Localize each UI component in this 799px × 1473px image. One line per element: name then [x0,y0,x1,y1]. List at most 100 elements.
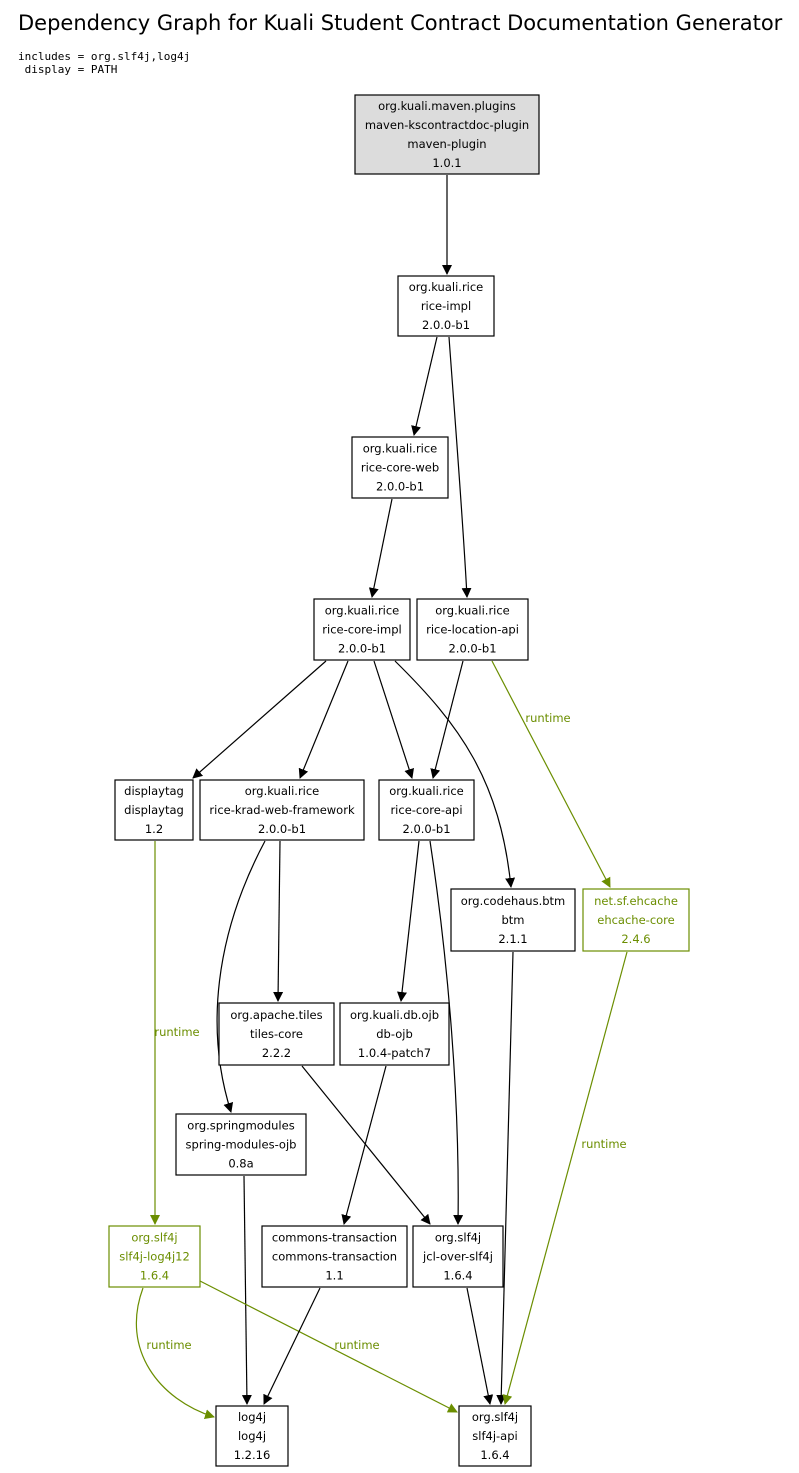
node-rice-location-api: org.kuali.rice rice-location-api 2.0.0-b1 [416,598,529,661]
node-rice-core-web: org.kuali.rice rice-core-web 2.0.0-b1 [351,436,449,499]
node-group: displaytag [124,784,184,798]
node-rice-impl: org.kuali.rice rice-impl 2.0.0-b1 [397,275,495,337]
node-box [458,1405,532,1467]
node-box [114,779,194,841]
node-artifact: maven-kscontractdoc-plugin [365,118,529,132]
node-box [215,1405,289,1467]
node-rice-core-api: org.kuali.rice rice-core-api 2.0.0-b1 [378,779,475,841]
nodes-layer: org.kuali.maven.plugins maven-kscontractd… [108,94,690,1467]
edge-btm-to-slf4j-api [496,951,514,1405]
node-box [313,598,411,661]
node-version: 2.2.2 [262,1046,291,1060]
node-version: 2.0.0-b1 [448,642,496,656]
edge-label-slf4j-log4j12-to-log4j: runtime [146,1338,191,1352]
node-log4j: log4j log4j 1.2.16 [215,1405,289,1467]
edge-rice-core-impl-to-btm [394,660,516,888]
node-artifact: slf4j-api [472,1429,517,1443]
node-group: org.apache.tiles [230,1008,322,1022]
node-artifact: spring-modules-ojb [186,1138,297,1152]
node-group: log4j [238,1410,266,1424]
edge-rice-impl-to-rice-core-web [411,336,438,436]
node-artifact: btm [501,913,524,927]
node-artifact: rice-core-api [390,803,462,817]
node-group: org.slf4j [472,1410,518,1424]
edge-rice-impl-to-rice-location-api [448,336,472,598]
node-group: org.codehaus.btm [461,894,566,908]
edge-rice-core-web-to-rice-core-impl [368,498,393,598]
node-version: 1.2.16 [234,1448,271,1462]
node-artifact: commons-transaction [272,1250,397,1264]
node-group: org.kuali.rice [435,604,510,618]
edge-label-rice-location-api-to-ehcache: runtime [525,711,570,725]
node-box [339,1002,450,1066]
node-box [175,1113,307,1176]
edge-rice-core-api-to-jcl-over-slf4j [429,840,464,1225]
node-artifact: db-ojb [376,1027,413,1041]
node-version: 1.2 [145,822,163,836]
edge-rice-core-impl-to-rice-krad [298,660,349,779]
node-artifact: slf4j-log4j12 [119,1250,190,1264]
node-box [416,598,529,661]
edge-rice-core-impl-to-rice-core-api [373,660,414,779]
node-group: org.slf4j [131,1231,177,1245]
edge-rice-core-api-to-db-ojb [397,840,420,1002]
node-rice-krad: org.kuali.ricerice-krad-web-framework2.0… [199,779,365,841]
node-version: 2.0.0-b1 [258,822,306,836]
node-artifact: tiles-core [250,1027,303,1041]
node-version: 2.0.0-b1 [376,480,424,494]
node-artifact: log4j [238,1429,266,1443]
node-artifact: jcl-over-slf4j [422,1250,493,1264]
node-box [378,779,475,841]
edge-label-ehcache-to-slf4j-api: runtime [581,1137,626,1151]
node-group: net.sf.ehcache [594,894,678,908]
edge-rice-krad-to-spring-ojb [216,840,266,1113]
graph-title: Dependency Graph for Kuali Student Contr… [18,11,783,35]
node-version: 2.0.0-b1 [402,822,450,836]
node-box [261,1225,408,1288]
node-box [397,275,495,337]
node-group: org.kuali.rice [389,784,464,798]
edge-label-slf4j-log4j12-to-slf4j-api: runtime [334,1338,379,1352]
edge-rice-core-impl-to-displaytag [192,660,327,779]
node-box [354,94,540,175]
node-tiles: org.apache.tiles tiles-core 2.2.2 [218,1002,335,1066]
node-group: org.kuali.db.ojb [350,1008,439,1022]
node-artifact: rice-core-impl [322,623,401,637]
edge-commons-tx-to-log4j [263,1287,321,1405]
node-version: 2.4.6 [621,932,650,946]
node-artifact: displaytag [124,803,184,817]
node-group: org.kuali.maven.plugins [378,99,516,113]
node-version: 1.1 [325,1269,343,1283]
node-box [108,1225,201,1288]
node-group: commons-transaction [272,1231,397,1245]
edge-rice-krad-to-tiles [273,840,284,1002]
edge-slf4j-log4j12-to-slf4j-api [199,1280,458,1413]
node-packaging: maven-plugin [407,137,486,151]
node-artifact: rice-impl [421,299,471,313]
edges-layer: runtime runtime runtime runtime runtime [135,175,628,1420]
node-group: org.kuali.rice [363,442,438,456]
node-group: org.springmodules [187,1119,294,1133]
edge-rice-location-api-to-ehcache [491,660,611,888]
node-artifact: rice-location-api [426,623,519,637]
display-param: display = PATH [18,63,117,76]
edge-slf4j-log4j12-to-log4j [135,1287,215,1420]
node-artifact: rice-krad-web-framework [209,803,355,817]
edge-rice-location-api-to-rice-core-api [430,660,464,779]
node-artifact: rice-core-web [361,461,439,475]
edge-db-ojb-to-commons-tx [341,1065,387,1225]
node-group: org.kuali.rice [409,280,484,294]
node-box [582,888,690,952]
node-commons-tx: commons-transaction commons-transaction 1.… [261,1225,408,1288]
edge-label-displaytag-to-slf4j-log4j12: runtime [154,1025,199,1039]
node-group: org.slf4j [435,1231,481,1245]
node-version: 2.0.0-b1 [422,318,470,332]
edge-jcl-over-slf4j-to-slf4j-api [466,1287,494,1405]
